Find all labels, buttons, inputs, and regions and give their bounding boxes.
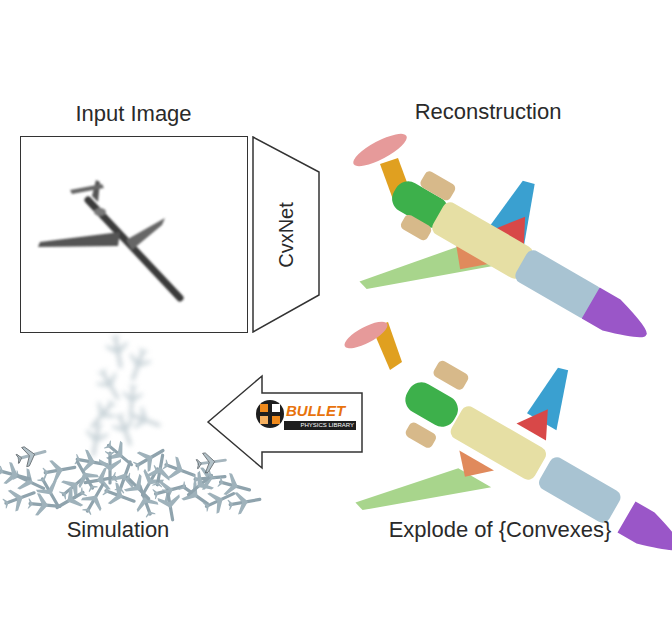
logo-subtitle: PHYSICS LIBRARY (300, 421, 354, 430)
image-frame: Input Image (20, 136, 248, 333)
network-block: CvxNet (252, 136, 320, 333)
block-label: CvxNet (275, 202, 298, 268)
exploded-plane (341, 306, 672, 636)
panel-caption: Explode of {Convexes} (389, 517, 612, 543)
panel-caption: Simulation (67, 517, 170, 543)
heading: Input Image (75, 101, 191, 127)
simulator-arrow: BULLET PHYSICS LIBRARY (206, 374, 364, 470)
panel-caption: Reconstruction (415, 99, 562, 125)
input-plane (38, 180, 180, 298)
logo-word: BULLET (286, 403, 345, 419)
reconstruction-plane (345, 125, 672, 422)
